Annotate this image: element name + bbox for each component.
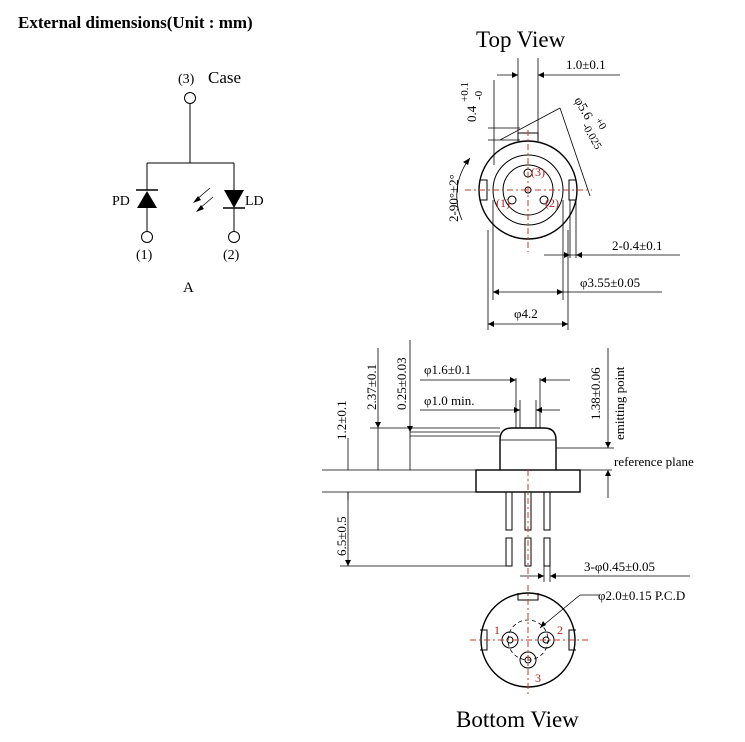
pin1-terminal — [141, 231, 153, 243]
dim-height-1: 1.2±0.1 — [334, 400, 349, 440]
dim-window-width: 1.0±0.1 — [566, 57, 606, 72]
top-pin2-label: (2) — [545, 196, 559, 210]
light-arrows-icon — [193, 187, 214, 212]
top-pin1-label: (1) — [496, 196, 510, 210]
cap-body — [499, 427, 557, 470]
dim-height-2: 2.37±0.1 — [364, 364, 379, 410]
dim-offset-plus: +0.1 — [459, 82, 471, 102]
dim-height-3: 0.25±0.03 — [394, 357, 409, 410]
pd-label: PD — [112, 194, 130, 209]
schematic-variant: A — [183, 280, 194, 296]
schematic-case-label: Case — [208, 68, 241, 87]
bottom-pin1-label: 1 — [494, 623, 500, 637]
dim-notch-width: 2-0.4±0.1 — [612, 238, 662, 253]
dim-lead-diameter: 3-φ0.45±0.05 — [584, 559, 655, 574]
lead-3 — [524, 491, 532, 531]
lead-1 — [505, 491, 513, 531]
schematic-pin2-label: (2) — [223, 248, 240, 263]
top-view: Top View 1.0±0.1 0.4 +0.1 -0 φ5.6 +0 -0.… — [446, 27, 680, 330]
dim-emitting-height: 1.38±0.06 — [588, 367, 603, 420]
lead-2 — [543, 491, 551, 531]
dim-window-diameter: φ1.6±0.1 — [424, 362, 471, 377]
dim-offset-minus: -0 — [473, 90, 485, 100]
photodiode-symbol — [137, 191, 157, 208]
dim-cap-diameter: φ3.55±0.05 — [580, 275, 640, 290]
top-pin1 — [507, 195, 517, 205]
schematic-case-pin: (3) — [178, 72, 195, 87]
dim-base-diameter: φ4.2 — [514, 306, 538, 321]
emitting-point-label: emitting point — [612, 366, 627, 440]
case-terminal — [184, 92, 196, 104]
ld-label: LD — [245, 194, 264, 209]
dim-offset: 0.4 — [464, 105, 479, 122]
top-view-title: Top View — [476, 27, 566, 52]
page-title: External dimensions(Unit : mm) — [18, 13, 253, 32]
dim-pcd: φ2.0±0.15 P.C.D — [598, 588, 685, 603]
reference-plane-label: reference plane — [614, 454, 694, 469]
laser-diode-symbol — [224, 190, 244, 208]
bottom-view-title: Bottom View — [456, 707, 579, 732]
schematic-pin1-label: (1) — [136, 248, 153, 263]
bottom-pin2-label: 2 — [557, 623, 563, 637]
side-view: φ1.6±0.1 φ1.0 min. reference plane 1.38±… — [322, 340, 694, 582]
pin-schematic: (3) Case PD (1) LD (2) A — [112, 68, 264, 296]
dim-window-min: φ1.0 min. — [424, 393, 474, 408]
top-pin2 — [539, 195, 549, 205]
dim-package-diameter: φ5.6 — [571, 94, 596, 123]
dim-notch-angle: 2-90°±2° — [446, 174, 461, 222]
dim-lead-length: 6.5±0.5 — [334, 516, 349, 556]
pin2-terminal — [228, 231, 240, 243]
bottom-pin3-label: 3 — [535, 671, 541, 685]
top-pin3-label: (3) — [531, 165, 545, 179]
bottom-view: 1 2 3 φ2.0±0.15 P.C.D Bottom View — [456, 585, 685, 732]
